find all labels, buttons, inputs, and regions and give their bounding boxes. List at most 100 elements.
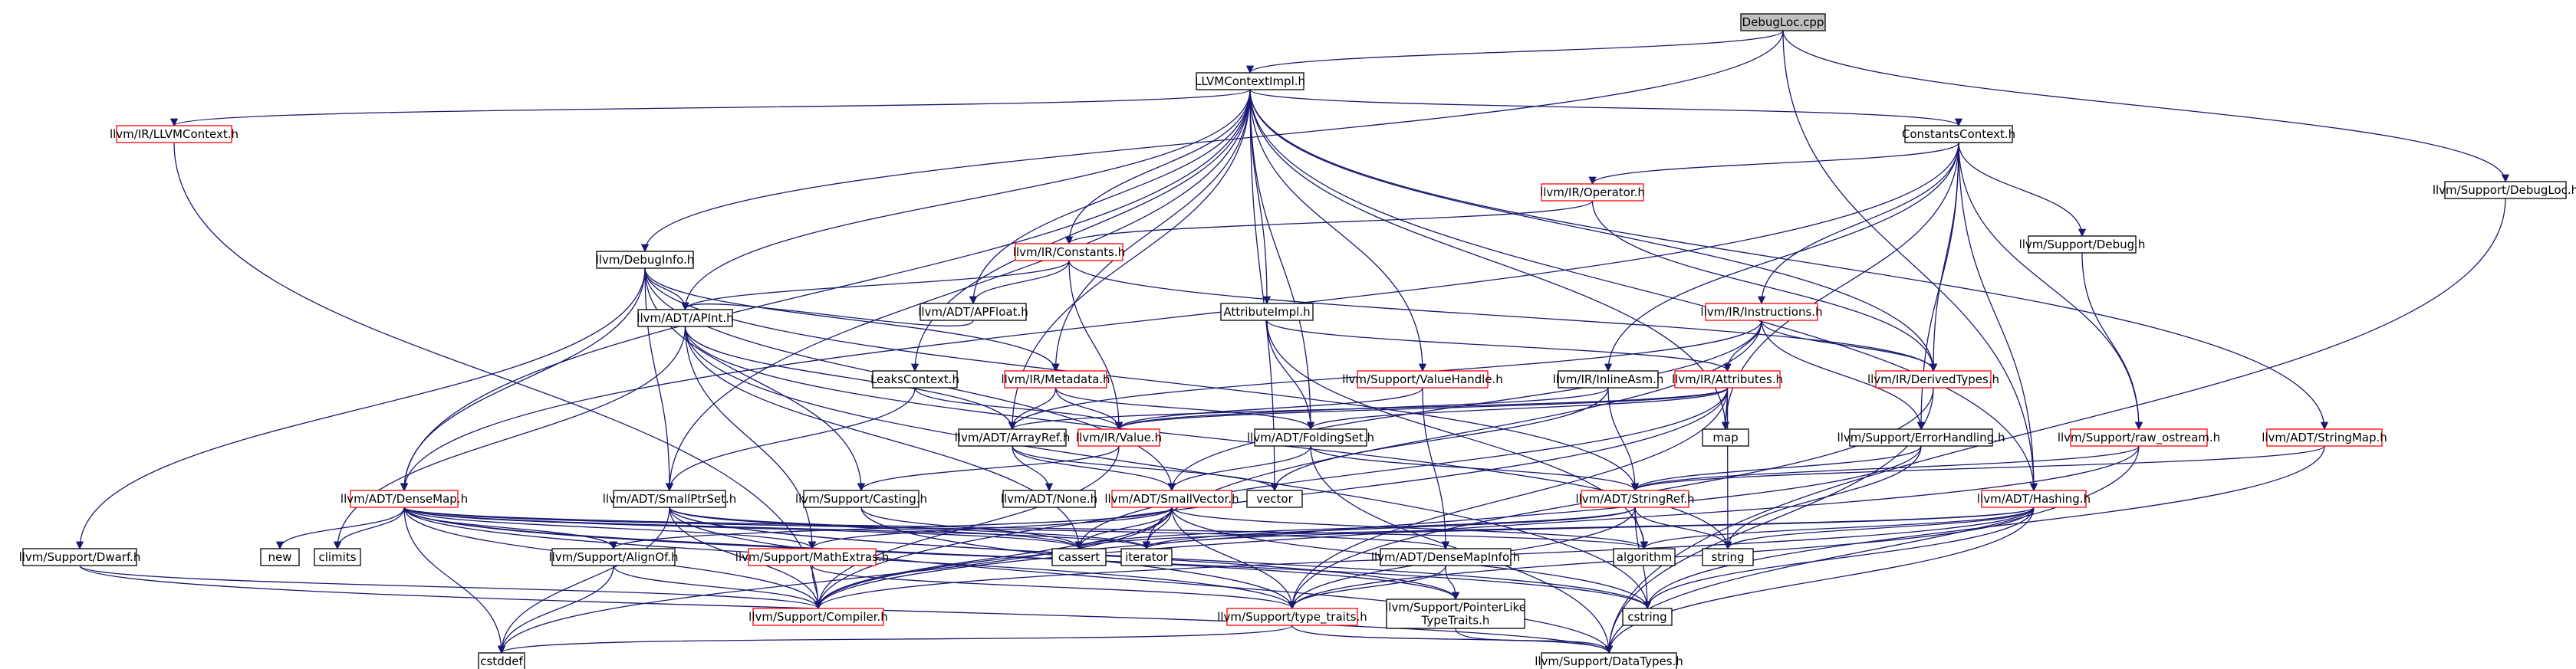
edge-llvmctximpl-to-valuehandle xyxy=(1249,89,1427,372)
node-box-smallptrset xyxy=(613,490,726,508)
edge-llvmctximpl-to-foldingset xyxy=(1249,89,1315,431)
node-llvmctximpl[interactable]: LLVMContextImpl.h xyxy=(1195,72,1305,90)
node-densemapinfo[interactable]: llvm/ADT/DenseMapInfo.h xyxy=(1371,548,1520,566)
node-leaksctx[interactable]: LeaksContext.h xyxy=(870,370,959,389)
node-box-dwarf xyxy=(22,548,137,566)
node-supdebugloc[interactable]: llvm/Support/DebugLoc.h xyxy=(2433,181,2576,199)
node-box-densemapinfo xyxy=(1380,548,1512,566)
edge-llvmctximpl-to-constants xyxy=(1064,89,1251,245)
edge-foldingset-to-smallvector xyxy=(1167,445,1311,492)
node-label-rawostream: llvm/Support/raw_ostream.h xyxy=(2058,431,2220,445)
node-string[interactable]: string xyxy=(1702,548,1754,566)
node-box-valuehandle xyxy=(1357,370,1489,389)
node-dwarf[interactable]: llvm/Support/Dwarf.h xyxy=(19,548,141,566)
node-box-attrimpl xyxy=(1220,303,1314,321)
edge-densemap-to-new xyxy=(275,507,405,550)
edge-densemap-to-climits xyxy=(333,507,405,550)
node-densemap[interactable]: llvm/ADT/DenseMap.h xyxy=(341,490,468,508)
node-vector[interactable]: vector xyxy=(1246,490,1303,508)
node-label-smallvector: llvm/ADT/SmallVector.h xyxy=(1104,492,1239,506)
node-map[interactable]: map xyxy=(1702,428,1749,447)
node-apint[interactable]: llvm/ADT/APInt.h xyxy=(637,309,734,327)
edge-valuehandle-to-value xyxy=(1114,387,1423,431)
node-stringmap[interactable]: llvm/ADT/StringMap.h xyxy=(2262,428,2387,447)
node-box-none xyxy=(1002,490,1096,508)
node-inlineasm[interactable]: llvm/IR/InlineAsm.h xyxy=(1553,370,1664,389)
edge-llvmctximpl-to-leaksctx xyxy=(910,89,1251,372)
node-instructions[interactable]: llvm/IR/Instructions.h xyxy=(1700,303,1823,321)
edge-alignof-to-compiler xyxy=(613,565,823,610)
edge-casting-to-cassert xyxy=(860,507,1084,550)
edge-constants-to-value xyxy=(1068,260,1124,431)
node-smallptrset[interactable]: llvm/ADT/SmallPtrSet.h xyxy=(603,490,737,508)
edge-smallptrset-to-iterator xyxy=(669,507,1151,550)
node-box-metadata xyxy=(1004,370,1107,389)
node-label-densemap: llvm/ADT/DenseMap.h xyxy=(341,492,468,506)
node-errorhandling[interactable]: llvm/Support/ErrorHandling.h xyxy=(1837,428,2005,447)
node-derivedtypes[interactable]: llvm/IR/DerivedTypes.h xyxy=(1867,370,1999,389)
node-attributes[interactable]: llvm/IR/Attributes.h xyxy=(1672,370,1783,389)
node-cstddef[interactable]: cstddef xyxy=(478,652,525,669)
node-label-llvmctximpl: LLVMContextImpl.h xyxy=(1195,74,1305,88)
node-cassert[interactable]: cassert xyxy=(1051,548,1107,566)
node-climits[interactable]: climits xyxy=(314,548,361,566)
node-hashing[interactable]: llvm/ADT/Hashing.h xyxy=(1977,490,2091,508)
node-label-dwarf: llvm/Support/Dwarf.h xyxy=(19,550,141,564)
node-value[interactable]: llvm/IR/Value.h xyxy=(1076,428,1162,447)
edge-metadata-to-foldingset xyxy=(1054,387,1315,431)
node-box-instructions xyxy=(1705,303,1818,321)
node-box-cstring xyxy=(1622,608,1673,626)
node-box-root xyxy=(1740,13,1826,31)
node-supdebug[interactable]: llvm/Support/Debug.h xyxy=(2019,235,2146,254)
node-compiler[interactable]: llvm/Support/Compiler.h xyxy=(748,608,888,626)
edge-alignof-to-cstddef xyxy=(497,565,614,654)
edge-attributes-to-string xyxy=(1723,387,1732,550)
edge-densemapinfo-to-typetraits xyxy=(1288,565,1446,610)
node-none[interactable]: llvm/ADT/None.h xyxy=(1001,490,1097,508)
node-iterator[interactable]: iterator xyxy=(1120,548,1173,566)
node-debuginfo[interactable]: llvm/DebugInfo.h xyxy=(596,251,695,269)
node-stringref[interactable]: llvm/ADT/StringRef.h xyxy=(1575,490,1695,508)
node-arrayref[interactable]: llvm/ADT/ArrayRef.h xyxy=(955,428,1071,447)
edge-hashing-to-iterator xyxy=(1143,507,2035,550)
node-operator[interactable]: llvm/IR/Operator.h xyxy=(1540,183,1645,202)
node-typetraits[interactable]: llvm/Support/type_traits.h xyxy=(1217,608,1367,626)
edge-smallptrset-to-cassert xyxy=(669,507,1084,550)
node-valuehandle[interactable]: llvm/Support/ValueHandle.h xyxy=(1342,370,1503,389)
node-box-ptrliketraits xyxy=(1386,598,1525,629)
node-rawostream[interactable]: llvm/Support/raw_ostream.h xyxy=(2058,428,2220,447)
node-label-llvmcontext: llvm/IR/LLVMContext.h xyxy=(110,127,239,141)
node-metadata[interactable]: llvm/IR/Metadata.h xyxy=(1001,370,1110,389)
node-constantsctx[interactable]: ConstantsContext.h xyxy=(1902,125,2015,143)
node-attrimpl[interactable]: AttributeImpl.h xyxy=(1220,303,1314,321)
node-alignof[interactable]: llvm/Support/AlignOf.h xyxy=(548,548,679,566)
edge-constantsctx-to-inlineasm xyxy=(1604,142,1959,372)
node-casting[interactable]: llvm/Support/Casting.h xyxy=(795,490,927,508)
node-box-climits xyxy=(314,548,361,566)
node-foldingset[interactable]: llvm/ADT/FoldingSet.h xyxy=(1247,428,1374,447)
node-new[interactable]: new xyxy=(260,548,300,566)
node-mathextras[interactable]: llvm/Support/MathExtras.h xyxy=(735,548,889,566)
edges-layer xyxy=(75,30,2510,654)
node-box-supdebugloc xyxy=(2444,181,2567,199)
node-smallvector[interactable]: llvm/ADT/SmallVector.h xyxy=(1104,490,1239,508)
edge-root-to-supdebugloc xyxy=(1782,30,2510,183)
edge-arrayref-to-none xyxy=(1012,445,1054,492)
node-label-apfloat: llvm/ADT/APFloat.h xyxy=(918,305,1028,319)
edge-rawostream-to-stringref xyxy=(1631,445,2140,492)
edge-mathextras-to-typetraits xyxy=(811,565,1297,610)
edge-debuginfo-to-casting xyxy=(644,267,866,492)
node-apfloat[interactable]: llvm/ADT/APFloat.h xyxy=(918,303,1028,321)
node-label-densemapinfo: llvm/ADT/DenseMapInfo.h xyxy=(1371,550,1520,564)
node-algorithm[interactable]: algorithm xyxy=(1613,548,1676,566)
node-constants[interactable]: llvm/IR/Constants.h xyxy=(1013,243,1125,261)
node-llvmcontext[interactable]: llvm/IR/LLVMContext.h xyxy=(110,125,239,143)
node-cstring[interactable]: cstring xyxy=(1622,608,1673,626)
node-root[interactable]: DebugLoc.cpp xyxy=(1740,13,1826,31)
node-label-valuehandle: llvm/Support/ValueHandle.h xyxy=(1342,372,1503,386)
node-label-supdebugloc: llvm/Support/DebugLoc.h xyxy=(2433,183,2576,197)
node-box-smallvector xyxy=(1111,490,1232,508)
edge-constantsctx-to-instructions xyxy=(1757,142,1959,305)
node-datatypes[interactable]: llvm/Support/DataTypes.h xyxy=(1535,652,1683,669)
